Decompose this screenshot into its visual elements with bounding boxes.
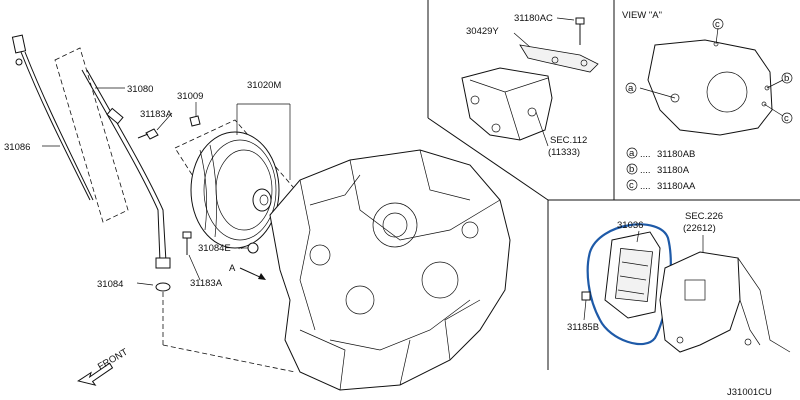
o-ring[interactable]: [155, 282, 171, 292]
part-labels: 31080 31086 31183A 31009 31020M 31084E 3…: [4, 10, 793, 398]
callout-c-top: c: [715, 19, 720, 30]
diagram-code: J31001CU: [727, 387, 772, 398]
label-31086[interactable]: 31086: [4, 142, 30, 153]
panel-frames: [427, 0, 800, 370]
plug-31084e[interactable]: [247, 242, 259, 254]
dipstick[interactable]: [11, 34, 94, 201]
bolt-31185b[interactable]: [581, 291, 591, 301]
label-sec112[interactable]: SEC.112: [550, 135, 587, 146]
transmission-control-unit[interactable]: [586, 223, 672, 346]
charging-pipe[interactable]: [54, 47, 171, 269]
bolt-31009[interactable]: [189, 115, 201, 127]
label-arrow-a: A: [229, 263, 236, 274]
legend-31180aa: 31180AA: [657, 181, 696, 192]
fastener-legend: a .... 31180AB b .... 31180A c .... 3118…: [626, 147, 696, 192]
label-31183a-bottom[interactable]: 31183A: [190, 278, 223, 289]
label-31020m[interactable]: 31020M: [247, 80, 281, 91]
label-sec112-ref: (11333): [548, 147, 580, 158]
callout-b: b: [784, 73, 789, 84]
label-31009[interactable]: 31009: [177, 91, 203, 102]
label-front: FRONT: [96, 347, 130, 373]
callout-a: a: [628, 83, 634, 94]
svg-text:....: ....: [640, 165, 651, 176]
bolt-31183a-bottom[interactable]: [182, 231, 192, 255]
label-sec226[interactable]: SEC.226: [685, 211, 723, 222]
view-a-title: VIEW "A": [622, 10, 662, 21]
label-31183a-top[interactable]: 31183A: [140, 109, 173, 120]
front-arrow-icon: [77, 362, 114, 386]
svg-text:b: b: [629, 164, 634, 175]
engine-mount-bracket[interactable]: [461, 17, 599, 141]
label-31080[interactable]: 31080: [127, 84, 153, 95]
label-30429y[interactable]: 30429Y: [466, 26, 499, 37]
callout-c-right: c: [784, 113, 789, 124]
label-31084e[interactable]: 31084E: [198, 243, 231, 254]
view-a-arrow: [239, 267, 266, 280]
label-sec226-ref: (22612): [683, 223, 716, 234]
torque-converter[interactable]: [174, 119, 301, 251]
legend-31180a: 31180A: [657, 165, 690, 176]
transaxle-case[interactable]: [269, 149, 511, 391]
bolt-31183a-top[interactable]: [137, 128, 159, 140]
svg-text:....: ....: [640, 181, 651, 192]
label-31180ac[interactable]: 31180AC: [514, 13, 553, 24]
label-31185b[interactable]: 31185B: [567, 322, 599, 333]
legend-31180ab: 31180AB: [657, 149, 695, 160]
label-31036[interactable]: 31036: [617, 220, 643, 231]
svg-text:c: c: [629, 180, 634, 191]
svg-text:a: a: [629, 148, 635, 159]
svg-text:....: ....: [640, 149, 651, 160]
leader-lines: [42, 17, 640, 321]
view-a-housing: [639, 27, 784, 136]
label-31084[interactable]: 31084: [97, 279, 123, 290]
mounting-bracket-226[interactable]: [659, 235, 791, 353]
